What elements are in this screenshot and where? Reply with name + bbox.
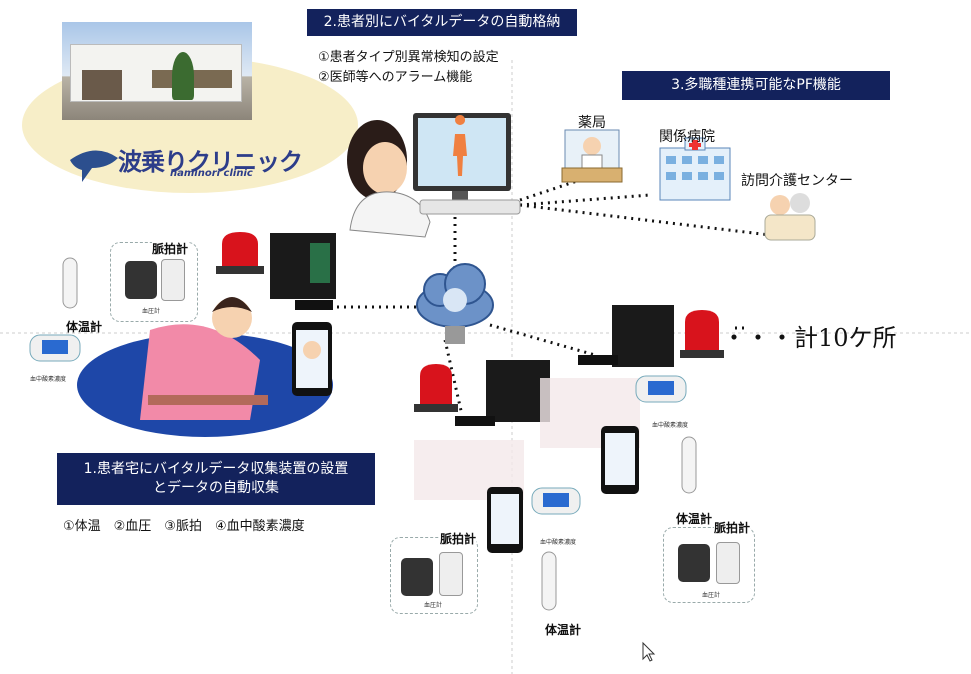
- bp-monitor-home: [161, 259, 185, 301]
- bp-cuff-home: [125, 261, 157, 299]
- pulse-box-facility1: [663, 527, 755, 603]
- pulse-label-facility1: 脈拍計: [714, 519, 751, 536]
- palm-tree: [172, 52, 194, 100]
- spo2-label-home: 血中酸素濃度: [30, 376, 67, 383]
- bp-label-home: 血圧計: [142, 308, 161, 315]
- spo2-label-facility1: 血中酸素濃度: [652, 422, 689, 429]
- location-count: ・・・計10ケ所: [722, 324, 897, 352]
- care-label: 訪問介護センター: [741, 173, 853, 189]
- section1-items: ①体温 ②血圧 ③脈拍 ④血中酸素濃度: [63, 519, 305, 534]
- clinic-door: [82, 70, 122, 100]
- connection-lines: [330, 168, 771, 416]
- section3-banner: 3.多職種連携可能なPF機能: [622, 71, 890, 100]
- section2-banner: 2.患者別にバイタルデータの自動格納: [307, 9, 577, 36]
- bp-label-facility2: 血圧計: [424, 602, 443, 609]
- section2-item1: ①患者タイプ別異常検知の設定: [318, 50, 499, 65]
- pulse-box-facility2: [390, 537, 478, 614]
- clinic-subname: naminori clinic: [170, 168, 253, 179]
- spo2-label-facility2: 血中酸素濃度: [540, 539, 577, 546]
- bp-label-facility1: 血圧計: [702, 592, 721, 599]
- thermo-label-home: 体温計: [66, 320, 103, 334]
- hospital-label: 関係病院: [659, 129, 715, 145]
- pulse-box-home: [110, 242, 198, 322]
- section2-title: 2.患者別にバイタルデータの自動格納: [323, 14, 561, 31]
- section2-item2: ②医師等へのアラーム機能: [318, 70, 473, 85]
- section1-title-line1: 1.患者宅にバイタルデータ収集装置の設置: [83, 461, 349, 478]
- section1-title-line2: とデータの自動収集: [152, 480, 279, 496]
- pharmacy-label: 薬局: [578, 115, 606, 131]
- clinic-photo: [62, 22, 252, 120]
- clinic-name: 波乗りクリニック: [118, 148, 303, 176]
- thermo-label-facility2: 体温計: [545, 623, 582, 637]
- section3-title: 3.多職種連携可能なPF機能: [671, 77, 841, 94]
- thermo-label-facility1: 体温計: [676, 512, 713, 526]
- pulse-label-home: 脈拍計: [152, 240, 189, 257]
- pulse-label-facility2: 脈拍計: [440, 530, 477, 547]
- section1-banner: 1.患者宅にバイタルデータ収集装置の設置 とデータの自動収集: [57, 453, 375, 505]
- rug: [77, 333, 333, 437]
